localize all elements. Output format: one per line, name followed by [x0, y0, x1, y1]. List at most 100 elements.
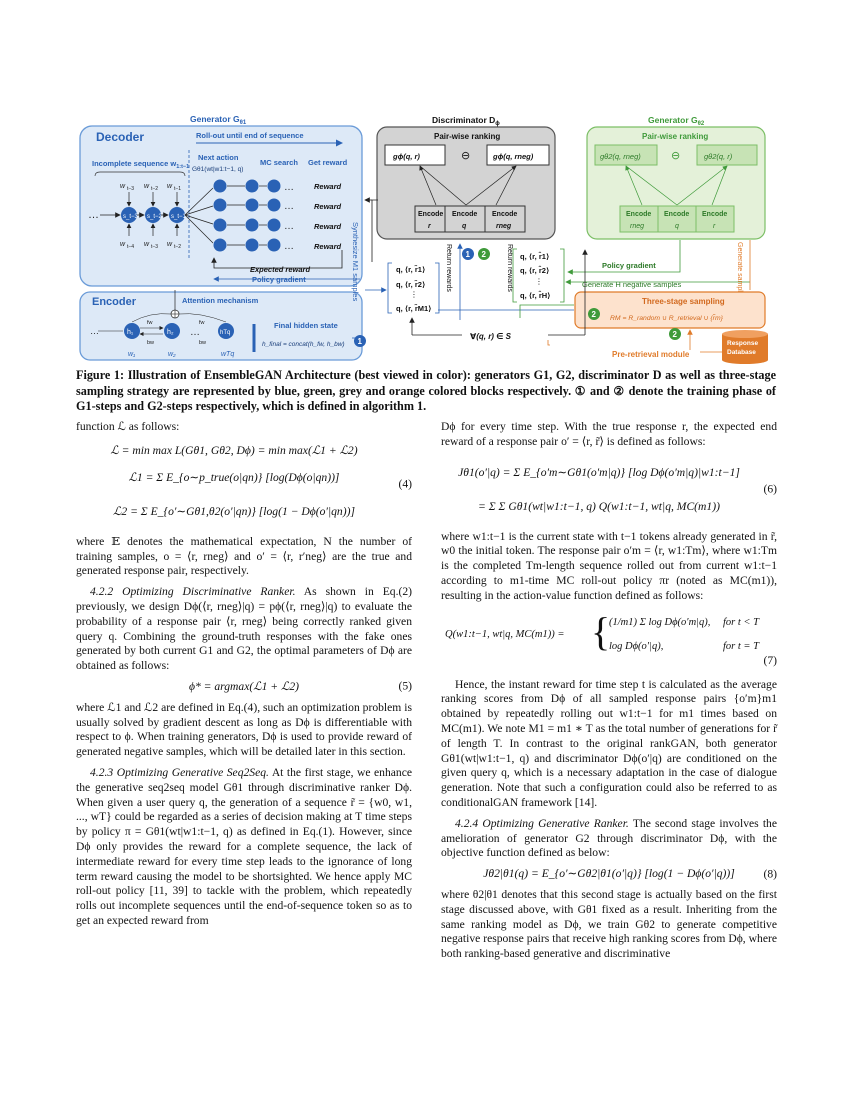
three-stage-label: Three-stage sampling [642, 297, 725, 306]
paragraph: where θ2|θ1 denotes that this second sta… [441, 887, 777, 961]
badge-2 [588, 308, 600, 320]
decoder-cell: s_t−2 [145, 207, 163, 223]
svg-text:⋮: ⋮ [410, 290, 418, 299]
sample-pairs-g2: q, ⟨r, r̂1⟩ q, ⟨r, r̂2⟩ ⋮ q, ⟨r, r̂H⟩ [512, 248, 565, 303]
badge-2 [669, 328, 681, 340]
svg-text:t−2: t−2 [151, 186, 158, 192]
architecture-figure: Decoder Generator Gθ1 Roll-out until end… [79, 114, 768, 364]
svg-text:Database: Database [727, 349, 756, 356]
expected-reward-label: Expected reward [250, 265, 310, 274]
three-stage-formula: RM = R_random ∪ R_retrieval ∪ {r̃m} [610, 314, 724, 322]
svg-text:r: r [428, 223, 432, 230]
encoder-cell: h₂ [164, 323, 180, 339]
svg-text:…: … [90, 326, 99, 336]
minus-sign: ⊖ [461, 150, 470, 162]
rollout-label: Roll-out until end of sequence [196, 131, 304, 140]
pair-item: q, ⟨r, r̂1⟩ [520, 252, 549, 261]
section-4-2-4: 4.2.4 Optimizing Generative Ranker. The … [441, 816, 777, 860]
svg-text:bw: bw [199, 340, 206, 346]
svg-text:rneg: rneg [630, 223, 644, 230]
svg-text:t−1: t−1 [174, 186, 181, 192]
pair-item: q, ⟨r, r̃2⟩ [396, 280, 425, 289]
svg-text:rneg: rneg [496, 223, 512, 230]
decoder-title: Decoder [96, 130, 144, 144]
svg-text:w: w [120, 241, 126, 248]
svg-text:t−2: t−2 [174, 244, 181, 250]
svg-text:w: w [144, 183, 150, 190]
svg-text:w₁: w₁ [128, 351, 136, 358]
equation-5: ϕ* = argmax(ℒ1 + ℒ2) (5) [188, 679, 412, 693]
svg-text:Encode: Encode [452, 211, 477, 218]
pair-item: q, ⟨r, r̃M1⟩ [396, 304, 432, 313]
svg-text:w₂: w₂ [168, 351, 176, 358]
equation-7: Q(w1:t−1, wt|q, MC(m1)) = { (1/m1) Σ log… [445, 608, 777, 667]
svg-text:w: w [144, 241, 150, 248]
attention-label: Attention mechanism [182, 296, 259, 305]
svg-text:2: 2 [673, 330, 678, 339]
right-column: Dϕ for every time step. With the true re… [441, 420, 777, 968]
left-column: function ℒ as follows: ℒ = min max L(Gθ1… [76, 420, 412, 935]
generator2-block: Generator Gθ2 Pair-wise ranking gθ2(q, r… [586, 115, 766, 240]
svg-text:fw: fw [147, 320, 153, 326]
svg-text:h₂: h₂ [167, 329, 174, 336]
g-phi-qr: gϕ(q, r) [392, 152, 420, 161]
svg-text:1: 1 [466, 250, 471, 259]
decoder-block: Decoder Generator Gθ1 Roll-out until end… [79, 114, 363, 287]
svg-text:Encode: Encode [492, 211, 517, 218]
paragraph: Hence, the instant reward for time step … [441, 677, 777, 809]
pair-item: q, ⟨r, r̂2⟩ [520, 266, 549, 275]
svg-text:…: … [284, 221, 294, 232]
reward-label: Reward [314, 242, 342, 251]
svg-text:w: w [120, 183, 126, 190]
svg-text:h₁: h₁ [127, 329, 134, 336]
reward-label: Reward [314, 222, 342, 231]
pre-retrieval-label: Pre-retrieval module [612, 350, 690, 359]
policy-gradient2-label: Policy gradient [602, 261, 656, 270]
svg-text:wTq: wTq [221, 351, 234, 358]
svg-text:q: q [675, 223, 679, 230]
next-action-formula: Gθ1(wt|w1:t−1, q) [192, 166, 243, 173]
svg-text:q: q [462, 223, 467, 230]
svg-text:Encode: Encode [418, 211, 443, 218]
next-action-label: Next action [198, 153, 239, 162]
discriminator-label: Discriminator Dϕ [432, 115, 500, 127]
encoder-block: Encoder Attention mechanism h₁ h₂ hTq … … [79, 290, 363, 361]
svg-text:t−3: t−3 [151, 244, 158, 250]
svg-text:s_t−1: s_t−1 [171, 214, 187, 220]
g2-qrneg: gθ2(q, rneg) [600, 152, 641, 161]
pair-item: q, ⟨r, r̃1⟩ [396, 265, 425, 274]
equation-6: Jθ1(o′|q) = Σ E_{o′m∼Gθ1(o′m|q)} [log Dϕ… [458, 465, 777, 513]
sample-pairs-g1: q, ⟨r, r̃1⟩ q, ⟨r, r̃2⟩ ⋮ q, ⟨r, r̃M1⟩ [387, 262, 440, 314]
svg-text:Encode: Encode [626, 211, 651, 218]
intro-text: function ℒ as follows: [76, 420, 180, 433]
reward-label: Reward [314, 182, 342, 191]
synthesize-label: Synthesize M1 samples [351, 222, 360, 301]
equation-8: Jθ2|θ1(q) = E_{o′∼Gθ2|θ1(o′|q)} [log(1 −… [483, 867, 777, 881]
return-rewards-label: Return rewards [506, 244, 513, 292]
svg-text:…: … [284, 241, 294, 252]
paragraph: where 𝔼 denotes the mathematical expecta… [76, 534, 412, 578]
g2-qr: gθ2(q, r) [704, 152, 733, 161]
svg-text:⊖: ⊖ [671, 150, 680, 162]
svg-text:…: … [190, 327, 200, 338]
pair-item: q, ⟨r, r̂H⟩ [520, 291, 551, 300]
section-4-2-3: 4.2.3 Optimizing Generative Seq2Seq. At … [76, 765, 413, 927]
svg-text:Encode: Encode [702, 211, 727, 218]
mc-search-label: MC search [260, 158, 298, 167]
svg-text:t−3: t−3 [127, 186, 134, 192]
generator2-label: Generator Gθ2 [648, 115, 705, 127]
svg-text:s_t−2: s_t−2 [147, 214, 163, 220]
get-reward-label: Get reward [308, 158, 348, 167]
badge-1 [462, 248, 474, 260]
generate-samples-label: Generate samples [736, 242, 743, 300]
generate-h-label: Generate H negative samples [582, 280, 681, 289]
svg-text:s_t−3: s_t−3 [123, 214, 139, 220]
svg-text:Encode: Encode [664, 211, 689, 218]
badge-2 [478, 248, 490, 260]
svg-text:2: 2 [592, 310, 597, 319]
svg-text:…: … [284, 201, 294, 212]
pairwise-label-g2: Pair-wise ranking [642, 132, 708, 141]
encoder-title: Encoder [92, 296, 137, 308]
equation-4: ℒ = min max L(Gθ1, Gθ2, Dϕ) = min max(ℒ1… [110, 443, 412, 518]
